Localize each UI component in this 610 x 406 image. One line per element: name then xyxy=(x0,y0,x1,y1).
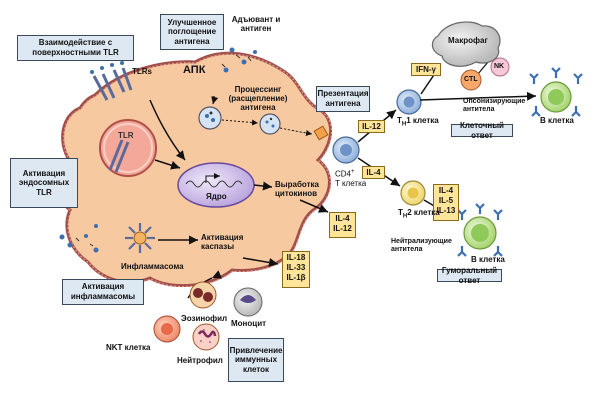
label-apc: АПК xyxy=(183,64,206,76)
vesicle-2 xyxy=(259,113,281,135)
ctl-cell xyxy=(460,69,482,91)
cytokine-il12-box: IL-12 xyxy=(358,120,385,133)
label-th1-cell: TH1 клетка xyxy=(397,116,439,128)
label-cd4-t-cell: CD4+T клетка xyxy=(335,169,367,188)
endosome xyxy=(99,119,157,177)
label-tlr: TLR xyxy=(118,131,134,140)
label-eosinophil: Эозинофил xyxy=(181,314,228,323)
label-adjuvant-antigen: Адъювант и антиген xyxy=(231,15,281,34)
vesicle-1 xyxy=(198,106,222,130)
box-surface-tlr: Взаимодействие с поверхностными TLR xyxy=(17,35,134,61)
eosinophil-cell xyxy=(189,281,217,309)
label-th2-cell: TH2 клетка xyxy=(398,208,440,220)
label-ctl: CTL xyxy=(464,76,478,83)
label-inflammasome: Инфламмасома xyxy=(121,262,184,271)
nkt-cell-art xyxy=(153,315,181,343)
label-neutrophil: Нейтрофил xyxy=(177,356,223,365)
surface-tlrs xyxy=(92,67,133,101)
nk-cell xyxy=(490,57,510,77)
antigen-particles xyxy=(59,47,257,253)
box-humoral-response: Гуморальный ответ xyxy=(437,266,502,285)
box-antigen-presentation: Презентация антигена xyxy=(316,86,370,112)
box-endosomal-tlr: Активация эндосомных TLR xyxy=(10,158,78,208)
label-monocyte: Моноцит xyxy=(231,319,267,328)
neutrophil-cell xyxy=(192,323,220,351)
label-b-cell-top: В клетка xyxy=(540,116,574,125)
label-cytokine-output: Выработка цитокинов xyxy=(275,180,319,199)
label-macrophage: Макрофаг xyxy=(448,36,488,45)
label-nk: NK xyxy=(494,63,505,70)
label-processing: Процессинг (расщепление) антигена xyxy=(228,85,288,113)
cytokine-ifn-box: IFN-γ xyxy=(411,63,441,76)
label-neutralizing: Нейтрализующие антитела xyxy=(391,238,452,254)
box-recruitment: Привлечение иммунных клеток xyxy=(228,338,284,382)
box-cellular-response: Клеточный ответ xyxy=(451,121,513,140)
label-caspase-activation: Активация каспазы xyxy=(201,233,244,252)
cytokine-il4-box: IL-4 xyxy=(362,166,385,179)
label-opsonizing: Опсонизирующие антитела xyxy=(463,98,526,114)
box-improved-uptake: Улучшенное поглощение антигена xyxy=(160,14,224,50)
label-b-cell-bottom: В клетка xyxy=(471,255,505,264)
antibodies xyxy=(457,67,583,257)
inflammasome-complex xyxy=(125,223,155,253)
b-cell-bottom-art xyxy=(463,216,497,250)
label-tlrs: TLRs xyxy=(132,67,152,76)
label-nkt-cell: NKT клетка xyxy=(106,343,151,352)
b-cell-top-art xyxy=(540,81,572,113)
box-inflammasome-activation: Активация инфламмасомы xyxy=(62,279,144,305)
monocyte-cell xyxy=(233,287,263,317)
macrophage xyxy=(431,21,501,67)
label-nucleus: Ядро xyxy=(206,192,227,201)
